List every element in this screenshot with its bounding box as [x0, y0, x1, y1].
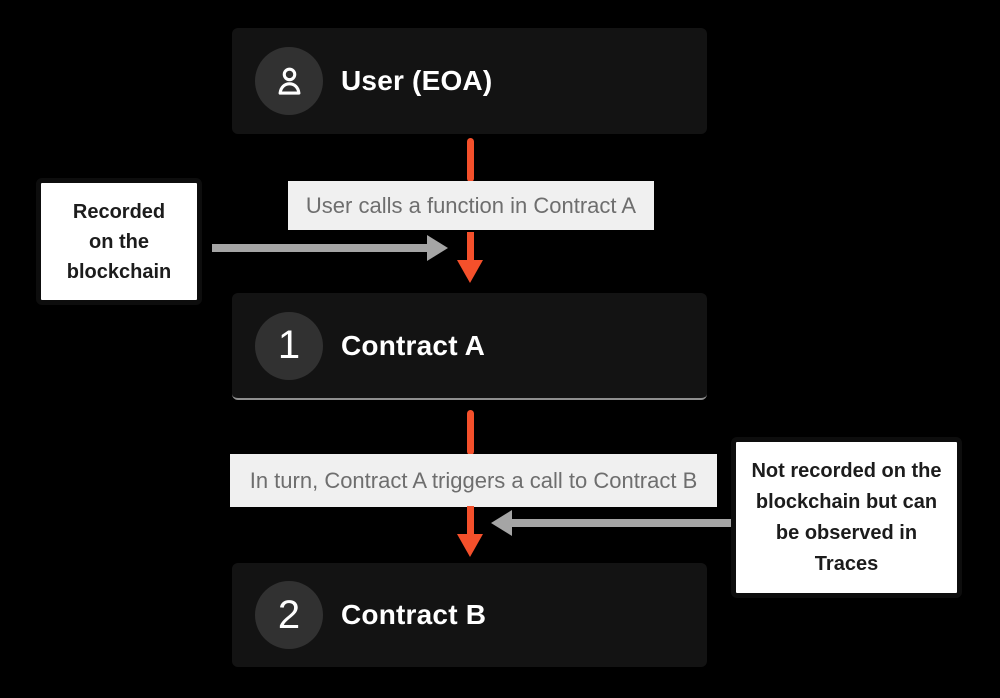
note-left-line: on the — [89, 230, 149, 253]
orange-arrow-segment-1 — [467, 138, 474, 182]
badge-number-1: 1 — [255, 311, 323, 380]
node-user-eoa: User (EOA) — [232, 28, 707, 134]
badge-number-2: 2 — [255, 581, 323, 649]
orange-arrowhead-down-1 — [457, 260, 483, 283]
orange-arrow-segment-4 — [467, 506, 474, 535]
node-user-title: User (EOA) — [341, 65, 493, 96]
note-not-recorded-traces: Not recorded on the blockchain but can b… — [731, 437, 962, 598]
user-icon — [278, 67, 300, 95]
note-right-line: be observed in — [775, 521, 918, 544]
orange-arrow-segment-3 — [467, 410, 474, 455]
node-contract-a: 1 Contract A — [232, 293, 707, 400]
node-contract-b-title: Contract B — [341, 599, 487, 630]
user-avatar-circle — [255, 47, 323, 115]
gray-arrow-line-2 — [512, 519, 731, 527]
node-contract-b: 2 Contract B — [232, 563, 707, 667]
orange-arrow-segment-2 — [467, 232, 474, 261]
note-left-line: Recorded — [72, 200, 166, 223]
flow-label-call-1: User calls a function in Contract A — [288, 181, 654, 230]
flow-label-call-2: In turn, Contract A triggers a call to C… — [230, 454, 717, 507]
node-contract-a-title: Contract A — [341, 329, 486, 361]
orange-arrowhead-down-2 — [457, 534, 483, 557]
note-right-line: Not recorded on the — [751, 459, 942, 482]
note-right-line: blockchain but can — [755, 490, 938, 513]
note-recorded-on-blockchain: Recorded on the blockchain — [36, 178, 202, 305]
note-right-line: Traces — [814, 552, 879, 575]
gray-arrow-line-1 — [212, 244, 427, 252]
gray-arrowhead-right — [427, 235, 448, 261]
note-left-line: blockchain — [66, 260, 172, 283]
gray-arrowhead-left — [491, 510, 512, 536]
